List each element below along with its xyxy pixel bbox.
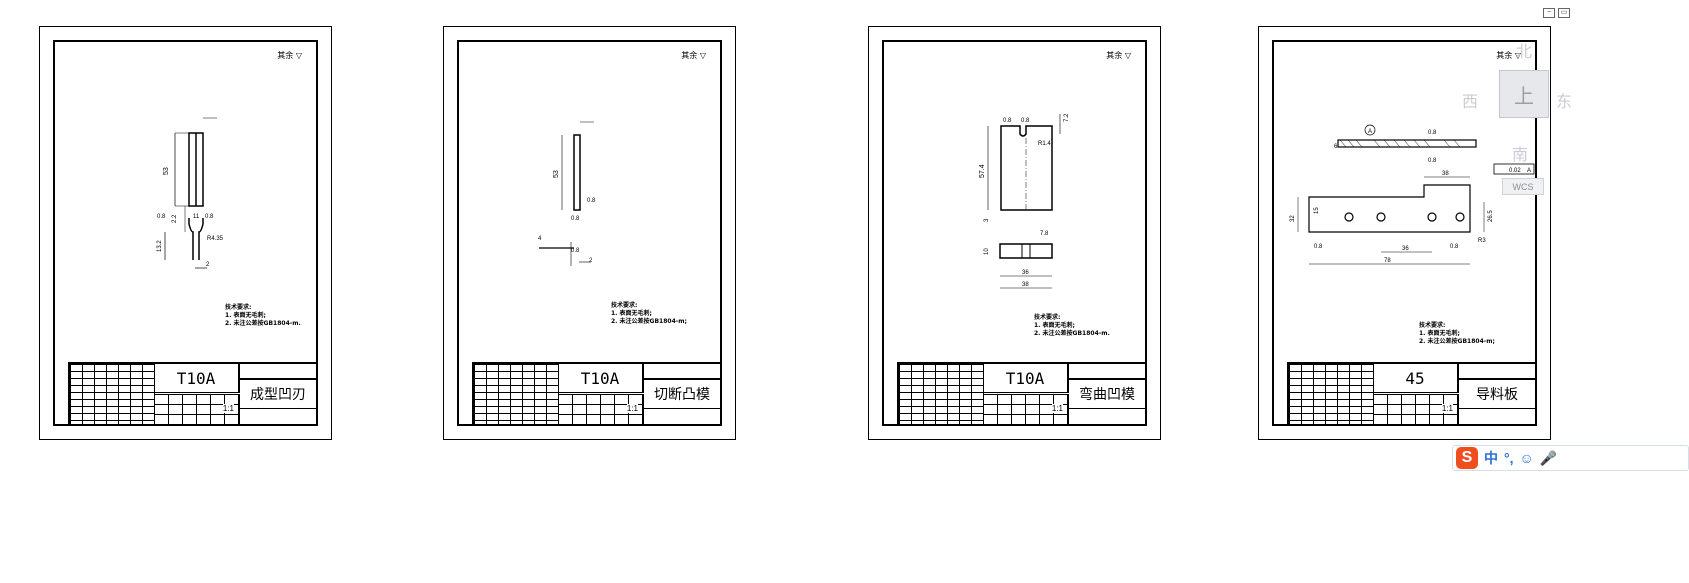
part-name-cell: 导料板: [1459, 378, 1535, 409]
part-drawing: 53 4 2 0.8 0.8 0.8: [538, 121, 596, 266]
part-drawing: 53 2.2 11 13.2 2 R4.35 0.8 0.8: [157, 117, 224, 269]
scale-label: 1:1: [626, 404, 638, 413]
ime-toolbar[interactable]: S 中 °, ☺ 🎤: [1452, 445, 1689, 471]
restore-button[interactable]: ▭: [1558, 8, 1570, 18]
dim-d: 38: [1442, 171, 1449, 177]
roughness-4: 0.8: [1428, 158, 1437, 164]
dim-radius: R3: [1478, 238, 1486, 244]
title-block: T10A 切断凸模 1:1: [472, 362, 720, 424]
roughness-3: 0.8: [1428, 130, 1437, 136]
scale-grid: 1:1: [983, 394, 1069, 424]
drawing-sheet-2[interactable]: 其余 ▽ 53 4 2 0.8 0.8 0.8 技术要求: 1. 表面无毛刺; …: [443, 26, 736, 440]
part-name-cell: 弯曲凹模: [1069, 378, 1145, 409]
sheet-frame: 其余 ▽ 57.4 7.2 R1.4 3 7.8 10 36 38 0.8 0.…: [882, 40, 1147, 426]
sheet-frame: 其余 ▽ 53 4 2 0.8 0.8 0.8 技术要求: 1. 表面无毛刺; …: [457, 40, 722, 426]
roughness-symbol: 其余 ▽: [1496, 51, 1521, 60]
title-block-grid: [1289, 364, 1374, 424]
dim-radius: R1.4: [1038, 141, 1051, 147]
wcs-menu[interactable]: WCS: [1502, 178, 1544, 195]
technical-notes: 技术要求: 1. 表面无毛刺; 2. 未注公差按GB1804-m;: [1419, 322, 1495, 345]
roughness-1: 0.8: [571, 216, 580, 222]
dim-radius: R4.35: [207, 236, 224, 242]
minimize-button[interactable]: −: [1543, 8, 1555, 18]
dim-a: 2.2: [172, 214, 178, 223]
viewcube[interactable]: 上: [1499, 70, 1549, 118]
dim-g: 38: [1022, 282, 1029, 288]
roughness-symbol: 其余 ▽: [681, 51, 706, 60]
roughness-2: 0.8: [587, 198, 596, 204]
scale-grid: 1:1: [558, 394, 644, 424]
viewcube-east[interactable]: 东: [1556, 92, 1573, 111]
roughness-2: 0.8: [1021, 118, 1030, 124]
dim-height: 53: [163, 167, 170, 175]
material-cell: T10A: [558, 364, 644, 393]
ime-mic-icon[interactable]: 🎤: [1539, 449, 1558, 466]
technical-notes: 技术要求: 1. 表面无毛刺; 2. 未注公差按GB1804-m;: [611, 302, 687, 325]
dim-e: 32: [1290, 215, 1296, 222]
scale-grid: 1:1: [1373, 394, 1459, 424]
dim-f: 15: [1314, 207, 1320, 214]
scale-label: 1:1: [1441, 404, 1453, 413]
dim-a: 4: [538, 236, 542, 242]
roughness-1: 0.8: [157, 214, 166, 220]
roughness-2: 0.8: [1450, 244, 1459, 250]
roughness-1: 0.8: [1314, 244, 1323, 250]
material-cell: T10A: [983, 364, 1069, 393]
dim-b: 2: [589, 258, 593, 264]
roughness-symbol: 其余 ▽: [277, 51, 302, 60]
roughness-symbol: 其余 ▽: [1106, 51, 1131, 60]
part-drawing: 57.4 7.2 R1.4 3 7.8 10 36 38 0.8 0.8: [979, 113, 1070, 289]
ime-mode-toggle[interactable]: 中: [1484, 450, 1498, 466]
dim-f: 36: [1022, 270, 1029, 276]
datum-circle-label: A: [1368, 129, 1372, 135]
dim-i: 78: [1384, 258, 1391, 264]
dim-d: 2: [206, 262, 210, 268]
technical-notes: 技术要求: 1. 表面无毛刺; 2. 未注公差按GB1804-m.: [225, 304, 301, 327]
ime-punct-toggle[interactable]: °,: [1504, 450, 1514, 466]
sogou-logo-icon[interactable]: S: [1456, 447, 1478, 469]
sheet-frame: 其余 ▽ 53 2.2 11 13.2 2 R4.35 0.8 0.8: [53, 40, 318, 426]
dim-a: 6: [1334, 144, 1338, 150]
title-block: T10A 弯曲凹模 1:1: [897, 362, 1145, 424]
viewcube-south[interactable]: 南: [1512, 145, 1529, 164]
dim-parallel: 0.02: [1509, 168, 1521, 174]
part-drawing: 6 0.02 A A 38 32 15 26.5 36 78 R3 0.8 0.…: [1290, 124, 1535, 265]
dim-height: 57.4: [979, 164, 986, 178]
viewcube-north[interactable]: 北: [1516, 42, 1533, 61]
drawing-sheet-1[interactable]: 其余 ▽ 53 2.2 11 13.2 2 R4.35 0.8 0.8: [39, 26, 332, 440]
sheet-frame: 其余 ▽ 6 0.02 A A 38: [1272, 40, 1537, 426]
roughness-1: 0.8: [1003, 118, 1012, 124]
title-block: 45 导料板 1:1: [1287, 362, 1535, 424]
material-cell: T10A: [154, 364, 240, 393]
material-cell: 45: [1373, 364, 1459, 393]
part-name-cell: 成型凹刃: [240, 378, 316, 409]
part-name-cell: 切断凸模: [644, 378, 720, 409]
dim-c: 3: [984, 218, 990, 222]
scale-grid: 1:1: [154, 394, 240, 424]
scale-label: 1:1: [222, 404, 234, 413]
title-block-grid: [70, 364, 155, 424]
viewcube-west[interactable]: 西: [1462, 92, 1479, 111]
datum-label: A: [1527, 168, 1531, 174]
dim-a: 7.2: [1064, 113, 1070, 122]
technical-notes: 技术要求: 1. 表面无毛刺; 2. 未注公差按GB1804-m.: [1034, 314, 1110, 337]
dim-h: 36: [1402, 246, 1409, 252]
title-block-grid: [899, 364, 984, 424]
roughness-2: 0.8: [205, 214, 214, 220]
title-block: T10A 成型凹刃 1:1: [68, 362, 316, 424]
dim-b: 11: [193, 214, 200, 220]
dim-height: 53: [553, 170, 560, 178]
ime-emoji-icon[interactable]: ☺: [1519, 450, 1534, 466]
roughness-3: 0.8: [571, 248, 580, 254]
dim-e: 10: [984, 248, 990, 255]
dim-c: 13.2: [157, 240, 163, 252]
scale-label: 1:1: [1051, 404, 1063, 413]
dim-d: 7.8: [1040, 231, 1049, 237]
dim-g: 26.5: [1488, 210, 1494, 222]
drawing-sheet-3[interactable]: 其余 ▽ 57.4 7.2 R1.4 3 7.8 10 36 38 0.8 0.…: [868, 26, 1161, 440]
title-block-grid: [474, 364, 559, 424]
